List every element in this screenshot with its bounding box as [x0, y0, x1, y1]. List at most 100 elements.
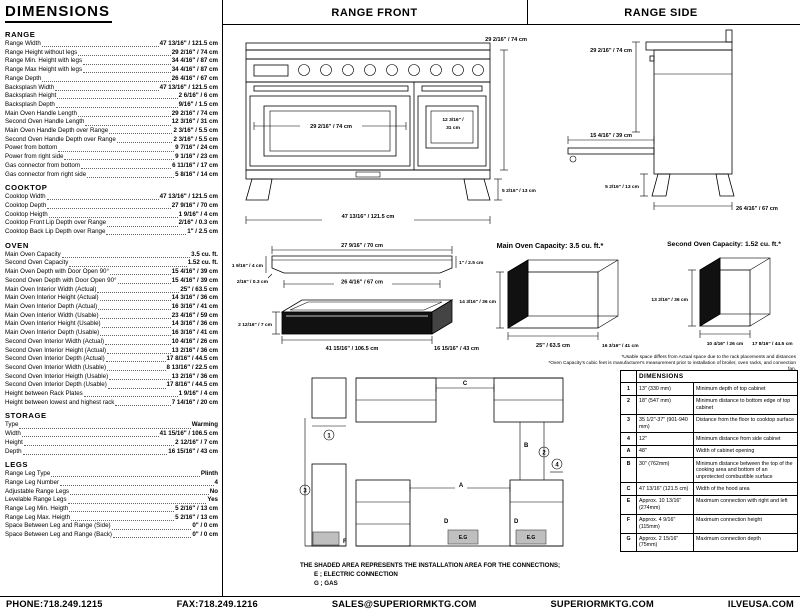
- spec-row: Range Leg Type Plinth: [5, 470, 218, 479]
- spec-value: 29 2/16" / 74 cm: [171, 109, 218, 117]
- table-body: 1 13" (330 mm) Minimum depth of top cabi…: [620, 382, 798, 553]
- spec-row: Second Oven Depth with Door Open 90° 15 …: [5, 277, 218, 286]
- spec-row: Range Leg Min. Heigth 5 2/16" / 13 cm: [5, 505, 218, 514]
- spec-value: 6 11/16" / 17 cm: [172, 161, 218, 169]
- second-capacity-title: Second Oven Capacity: 1.52 cu. ft.*: [667, 241, 781, 248]
- dim-side-leg: 5 2/16" / 13 cm: [605, 184, 640, 190]
- spec-label: Range Height without legs: [5, 48, 78, 56]
- spec-label: Second Oven Depth with Door Open 90°: [5, 276, 117, 284]
- dotted-leader: [109, 133, 173, 135]
- dim-second-handle-b: 31 cm: [446, 125, 461, 131]
- spec-row: Space Between Leg and Range (Back) 0" / …: [5, 531, 218, 540]
- spec-row: Range Max Height with legs 34 4/16" / 87…: [5, 66, 218, 75]
- spec-value: 2 3/16" / 5.5 cm: [173, 127, 218, 135]
- spec-value: 1" / 2.5 cm: [187, 228, 218, 236]
- spec-value: 4: [214, 478, 218, 486]
- table-row-id: 4: [620, 432, 637, 446]
- dotted-leader: [55, 89, 159, 91]
- spec-row: Second Oven Interior Height (Actual) 13 …: [5, 347, 218, 356]
- dim-second-cap-height: 13 2/16" / 36 cm: [651, 297, 688, 303]
- spec-row: Cooktop Width 47 13/16" / 121.5 cm: [5, 193, 218, 202]
- table-row-dimension: 47 13/16" (121.5 cm): [636, 482, 694, 496]
- dotted-leader: [21, 436, 159, 438]
- dotted-leader: [71, 519, 175, 521]
- marker-4: 4: [555, 463, 559, 469]
- section-heading-legs: LEGS: [5, 460, 29, 470]
- dim-main-cap-height: 14 3/16" / 36 cm: [459, 299, 496, 305]
- spec-value: 16 3/16" / 41 cm: [171, 329, 218, 337]
- spec-value: 2 3/16" / 5.5 cm: [173, 135, 218, 143]
- spec-value: 47 13/16" / 121.5 cm: [159, 40, 218, 47]
- spec-row: Second Oven Handle Depth over Range 2 3/…: [5, 136, 218, 145]
- spec-row: Gas connector from right side 5 8/16" / …: [5, 171, 218, 180]
- spec-value: 34 4/16" / 87 cm: [171, 57, 218, 65]
- dim-side-door-open: 15 4/16" / 39 cm: [590, 133, 632, 139]
- spec-label: Second Oven Capacity: [5, 259, 69, 267]
- dotted-leader: [78, 54, 171, 56]
- dim-second-handle-a: 12 3/16" /: [442, 117, 464, 123]
- dotted-leader: [105, 344, 171, 345]
- marker-f: F: [343, 539, 347, 545]
- dotted-leader: [85, 124, 171, 126]
- spec-label: Range Max Height with legs: [5, 66, 83, 74]
- dotted-leader: [61, 256, 191, 258]
- dim-second-cap-depth: 17 8/16" / 44.5 cm: [752, 341, 793, 347]
- spec-label: Second Oven Interior Width (Usable): [5, 363, 107, 371]
- spec-row: Second Oven Interior Depth (Usable) 17 8…: [5, 381, 218, 390]
- main-capacity-drawing: 14 3/16" / 36 cm 25" / 63.5 cm 16 3/16" …: [459, 259, 639, 349]
- spec-value: 29 2/16" / 74 cm: [171, 48, 218, 56]
- dotted-leader: [83, 72, 171, 74]
- spec-value: 9 1/16" / 23 cm: [175, 153, 218, 161]
- table-row-dimension: 12": [636, 432, 694, 446]
- table-row-description: Width of cabinet opening: [693, 444, 798, 459]
- dim-cooktop-backlip: 1" / 2.5 cm: [459, 260, 484, 266]
- marker-eg1: E.G: [459, 535, 468, 541]
- spec-list-storage: Type Warming Width 41 15/16" / 106.5 cm …: [5, 421, 218, 456]
- spec-row: Second Oven Capacity 1.52 cu. ft.: [5, 259, 218, 268]
- spec-label: Adjustable Range Legs: [5, 487, 69, 495]
- spec-row: Height between Rack Plates 1 9/16" / 4 c…: [5, 390, 218, 399]
- spec-label: Levelable Range Legs: [5, 496, 67, 504]
- spec-row: Range Leg Max. Heigth 5 2/16" / 13 cm: [5, 514, 218, 523]
- spec-value: 23 4/16" / 59 cm: [171, 311, 218, 319]
- dotted-leader: [19, 427, 191, 429]
- spec-list-oven: Main Oven Capacity 3.5 cu. ft. Second Ov…: [5, 251, 218, 408]
- spec-value: 9/16" / 1.5 cm: [178, 100, 218, 108]
- spec-label: Main Oven Depth with Door Open 90°: [5, 268, 109, 276]
- marker-d2: D: [514, 519, 519, 525]
- dim-main-cap-width: 25" / 63.5 cm: [536, 343, 570, 349]
- spec-value: 5 2/16" / 13 cm: [175, 513, 218, 521]
- dimensions-table: DIMENSIONS 1 13" (330 mm) Minimum depth …: [620, 369, 798, 553]
- spec-value: Warming: [191, 421, 218, 429]
- spec-row: Height 2 12/16" / 7 cm: [5, 439, 218, 448]
- table-row-description: Minimum depth of top cabinet: [693, 382, 798, 396]
- dim-cooktop-bottom: 26 4/16" / 67 cm: [341, 280, 383, 286]
- table-row-description: Width of the hood area: [693, 482, 798, 496]
- table-header: DIMENSIONS: [636, 369, 798, 384]
- spec-label: Range Min. Height with legs: [5, 57, 83, 65]
- spec-value: 1 9/16" / 4 cm: [178, 210, 218, 218]
- dotted-leader: [87, 176, 175, 178]
- spec-row: Main Oven Interior Width (Actual) 25" / …: [5, 286, 218, 295]
- capacity-note-2: *Oven Capacity's cubic feet is manufactu…: [548, 361, 796, 373]
- section-cooktop: COOKTOP Cooktop Width 47 13/16" / 121.5 …: [5, 183, 218, 237]
- dotted-leader: [83, 396, 178, 398]
- dotted-leader: [46, 199, 159, 201]
- cooktop-storage-drawing: 27 9/16" / 70 cm 1 9/16" / 4 cm 1" / 2.5…: [232, 243, 484, 352]
- dim-main-handle: 29 2/16" / 74 cm: [310, 124, 352, 130]
- spec-value: 16 3/16" / 41 cm: [171, 302, 218, 310]
- dotted-leader: [107, 370, 166, 372]
- footer-website-link[interactable]: SUPERIORMKTG.COM: [550, 598, 654, 609]
- spec-label: Main Oven Handle Length: [5, 109, 77, 117]
- spec-label: Backsplash Height: [5, 92, 57, 100]
- footer-email-link[interactable]: SALES@SUPERIORMKTG.COM: [331, 598, 477, 609]
- spec-label: Depth: [5, 447, 22, 455]
- dotted-leader: [112, 537, 192, 539]
- marker-d1: D: [444, 519, 449, 525]
- table-row-dimension: Approx. 10 13/16" (274mm): [636, 494, 694, 515]
- footer-brand-website-link[interactable]: ILVEUSA.COM: [727, 598, 794, 609]
- spec-value: 9 7/16" / 24 cm: [175, 144, 218, 152]
- spec-value: 15 4/16" / 39 cm: [171, 268, 218, 276]
- table-row-id: A: [620, 444, 637, 459]
- spec-value: 5 8/16" / 14 cm: [175, 170, 218, 178]
